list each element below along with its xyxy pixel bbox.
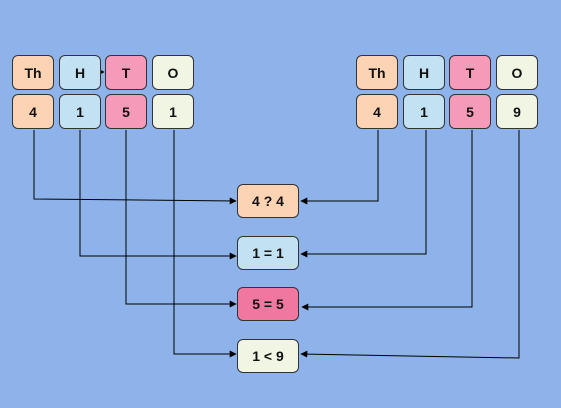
left-header-tens: T (105, 55, 147, 90)
connector-right-tens (301, 130, 473, 311)
connector-right-hundreds (300, 130, 427, 258)
left-header-ones: O (152, 55, 194, 90)
comparison-tens: 5 = 5 (237, 287, 299, 321)
connector-right-thousands (300, 130, 379, 205)
connector-right-ones (300, 130, 520, 359)
connector-left-hundreds (79, 130, 237, 260)
right-header-hundreds: H (403, 55, 445, 90)
left-digit-thousands: 4 (12, 94, 54, 129)
right-header-thousands: Th (356, 55, 398, 90)
connector-left-tens (125, 130, 237, 308)
right-digit-ones: 9 (496, 94, 538, 129)
comparison-hundreds: 1 = 1 (237, 236, 299, 270)
comparison-thousands: 4 ? 4 (237, 184, 299, 218)
connector-left-ones (173, 130, 237, 358)
left-digit-hundreds: 1 (59, 94, 101, 129)
right-header-tens: T (449, 55, 491, 90)
right-digit-tens: 5 (449, 94, 491, 129)
left-digit-ones: 1 (152, 94, 194, 129)
left-header-thousands: Th (12, 55, 54, 90)
left-digit-tens: 5 (105, 94, 147, 129)
comparison-ones: 1 < 9 (237, 339, 299, 373)
connector-left-thousands (33, 130, 237, 205)
left-header-hundreds: H (59, 55, 101, 90)
right-digit-hundreds: 1 (403, 94, 445, 129)
right-header-ones: O (496, 55, 538, 90)
right-digit-thousands: 4 (356, 94, 398, 129)
